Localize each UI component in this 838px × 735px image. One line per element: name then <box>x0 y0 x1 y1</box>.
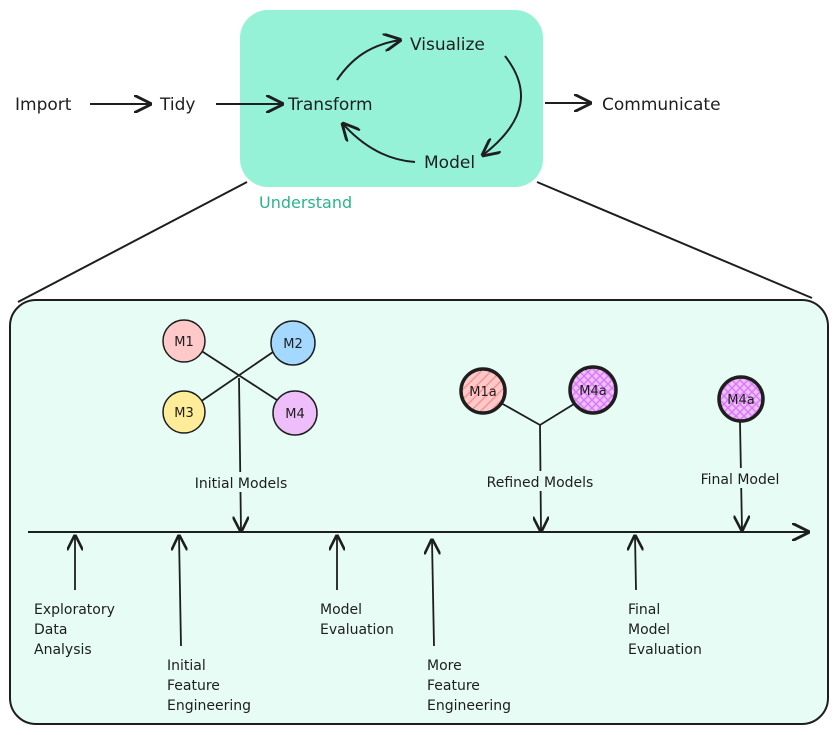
refined-models-label: Refined Models <box>487 475 594 491</box>
understand-label: Understand <box>259 193 352 212</box>
stage-label-final-model-evaluation: Final Model Evaluation <box>628 602 702 658</box>
stage-me-line-1: Model <box>320 602 362 618</box>
model-node-m3-label: M3 <box>174 406 194 421</box>
stage-mfe-line-3: Engineering <box>427 698 511 714</box>
final-model-label-bg <box>695 468 785 488</box>
visualize-label: Visualize <box>410 35 485 55</box>
stage-me-line-2: Evaluation <box>320 622 394 638</box>
stage-fme-line-1: Final <box>628 602 660 618</box>
zoom-line-right <box>536 181 813 299</box>
stage-label-more-feature-engineering: More Feature Engineering <box>427 658 511 714</box>
initial-models-label-bg <box>186 472 296 492</box>
modeling-detail-panel <box>9 299 829 725</box>
communicate-label: Communicate <box>602 95 721 115</box>
stage-fme-line-2: Model <box>628 622 670 638</box>
model-node-m2 <box>270 320 316 366</box>
stage-eda-line-2: Data <box>34 622 67 638</box>
stage-mfe-line-2: Feature <box>427 678 480 694</box>
refined-models-label-bg <box>480 471 600 491</box>
final-model-node-label: M4a <box>727 393 754 408</box>
model-node-m1a <box>459 367 507 415</box>
stage-arrow-initial-feature-engineering <box>179 536 181 647</box>
initial-models-label: Initial Models <box>195 476 288 492</box>
m1-m4-connector <box>199 349 281 403</box>
final-model-node-m4a <box>717 375 765 423</box>
model-node-m1-label: M1 <box>174 335 194 350</box>
stage-label-model-evaluation: Model Evaluation <box>320 602 394 638</box>
final-model-label: Final Model <box>701 472 780 488</box>
import-label: Import <box>15 95 72 115</box>
stage-ife-line-2: Feature <box>167 678 220 694</box>
stage-ife-line-3: Engineering <box>167 698 251 714</box>
model-node-m4 <box>272 390 318 436</box>
stage-fme-line-3: Evaluation <box>628 642 702 658</box>
initial-models-arrow <box>239 377 241 531</box>
stage-label-eda: Exploratory Data Analysis <box>34 602 119 658</box>
model-node-m3 <box>162 390 206 434</box>
stage-arrow-final-model-evaluation <box>635 536 636 591</box>
model-node-m4a-label: M4a <box>579 384 606 399</box>
model-node-m4-label: M4 <box>285 407 305 422</box>
model-to-transform-arrow <box>343 124 416 163</box>
stage-label-initial-feature-engineering: Initial Feature Engineering <box>167 658 251 714</box>
zoom-line-left <box>17 181 248 303</box>
model-label: Model <box>424 153 475 173</box>
stage-eda-line-1: Exploratory <box>34 602 115 618</box>
stage-eda-line-3: Analysis <box>34 642 92 658</box>
model-node-m2-label: M2 <box>283 337 303 352</box>
understand-box <box>240 10 543 187</box>
m2-m3-connector <box>199 351 274 403</box>
tidy-label: Tidy <box>159 95 195 115</box>
model-node-m1a-label: M1a <box>469 385 496 400</box>
stage-ife-line-1: Initial <box>167 658 206 674</box>
stage-arrow-more-feature-engineering <box>432 540 434 647</box>
visualize-to-model-arrow <box>483 55 523 155</box>
model-node-m4a <box>568 365 618 415</box>
model-node-m1 <box>162 319 206 363</box>
transform-label: Transform <box>287 95 373 115</box>
stage-mfe-line-1: More <box>427 658 462 674</box>
transform-to-visualize-arrow <box>336 40 400 81</box>
